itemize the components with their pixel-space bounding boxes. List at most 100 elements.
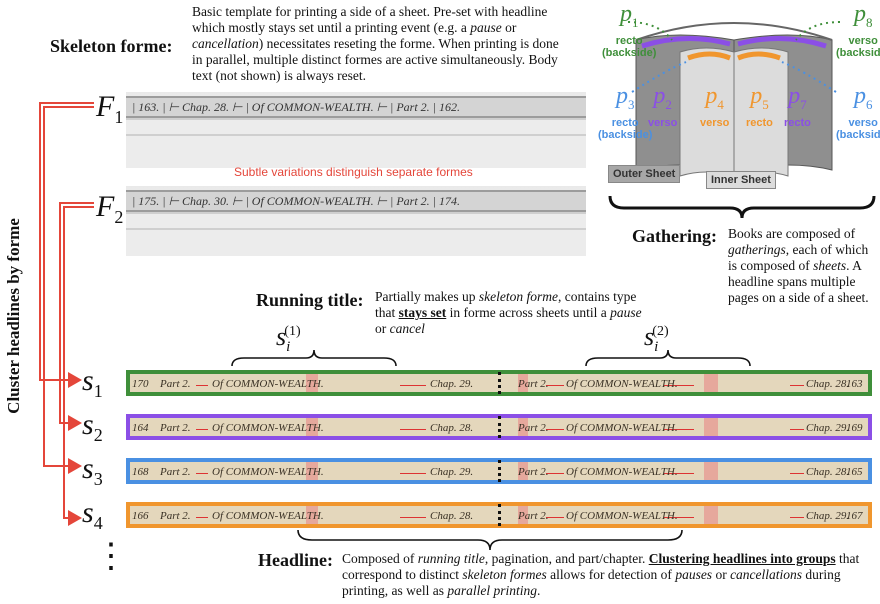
left-chapter-label: Chap. 29. — [430, 378, 474, 390]
rule-segment — [664, 385, 694, 386]
page-side-label: verso — [848, 116, 878, 129]
right-chapter-label: Chap. 28. — [806, 466, 850, 478]
left-part-label: Part 2. — [160, 378, 191, 390]
gathering-description: Books are composed of gatherings, each o… — [728, 226, 869, 305]
inner-sheet-tag: Inner Sheet — [706, 171, 776, 189]
rule-segment — [196, 473, 208, 474]
rule-segment — [400, 517, 426, 518]
right-page-number: 169 — [846, 422, 863, 434]
left-part-label: Part 2. — [160, 466, 191, 478]
sheet-fold-divider — [498, 416, 501, 438]
cluster-arrows — [39, 102, 94, 526]
right-chapter-label: Chap. 28. — [806, 378, 850, 390]
spine — [635, 22, 833, 41]
arc-orange-right — [737, 51, 781, 61]
right-running-title: Of COMMON-WEALTH. — [566, 510, 678, 522]
brace-gathering — [608, 195, 876, 219]
rule-segment — [196, 429, 208, 430]
right-part-label: Part 2. — [518, 422, 549, 434]
page-backside-label: (backside) — [836, 46, 880, 59]
gathering-label: Gathering: — [632, 226, 717, 246]
desc-italic: pause — [470, 20, 502, 35]
desc-italic: cancellation — [192, 36, 259, 51]
right-chapter-label: Chap. 29. — [806, 422, 850, 434]
page-number: p8 — [853, 1, 873, 30]
brace-headline — [297, 529, 683, 551]
left-part-label: Part 2. — [160, 422, 191, 434]
highlight-block — [306, 374, 318, 392]
page-number: p4 — [705, 83, 724, 112]
page-number: p5 — [750, 83, 769, 112]
left-running-title: Of COMMON-WEALTH. — [212, 378, 324, 390]
left-running-title: Of COMMON-WEALTH. — [212, 466, 324, 478]
sheet-fold-divider — [498, 504, 501, 526]
left-part-label: Part 2. — [160, 510, 191, 522]
page-side-label: recto — [784, 116, 811, 129]
rule-segment — [546, 429, 564, 430]
rule-segment — [546, 385, 564, 386]
forme-1-body — [126, 118, 586, 168]
rule-segment — [546, 473, 564, 474]
page-side-label: verso — [700, 116, 730, 129]
headline-label-s2: s2 — [82, 408, 103, 445]
left-running-title: Of COMMON-WEALTH. — [212, 422, 324, 434]
sheet-fold-divider — [498, 372, 501, 394]
left-chapter-label: Chap. 28. — [430, 510, 474, 522]
arrow-p3 — [631, 61, 687, 93]
highlight-block — [518, 462, 528, 480]
highlight-block — [704, 418, 718, 436]
rule-segment — [400, 473, 426, 474]
left-page-number: 170 — [132, 378, 149, 390]
left-chapter-label: Chap. 29. — [430, 466, 474, 478]
page-number: p3 — [615, 83, 635, 112]
arrow-p6 — [781, 61, 837, 93]
arc-purple-right — [737, 36, 827, 49]
rule-segment — [196, 517, 208, 518]
headline-label: Headline: — [258, 550, 333, 570]
page-number: p6 — [853, 83, 873, 112]
highlight-block — [306, 462, 318, 480]
rule-segment — [196, 385, 208, 386]
right-page-number: 165 — [846, 466, 863, 478]
page-backside-label: (backside) — [836, 128, 880, 141]
si-label-1: si(1) — [276, 322, 301, 356]
forme-1-label: F1 — [96, 90, 124, 127]
arc-purple-left — [641, 36, 731, 49]
rule-segment — [664, 517, 694, 518]
si-label-2: si(2) — [644, 322, 669, 356]
rule-segment — [790, 473, 804, 474]
page-backside-label: (backside) — [602, 46, 657, 59]
vertical-ellipsis: ⋮ — [94, 538, 128, 575]
rule-segment — [790, 385, 804, 386]
highlight-block — [518, 374, 528, 392]
forme-2-headline-bar: | 175. | ⊢ Chap. 30. ⊢ | Of COMMON-WEALT… — [126, 190, 586, 212]
arc-orange-left — [687, 51, 731, 61]
right-part-label: Part 2. — [518, 378, 549, 390]
skeleton-forme-label: Skeleton forme: — [50, 36, 173, 56]
rule-segment — [400, 385, 426, 386]
headline-label-s1: s1 — [82, 364, 103, 401]
desc-text: Basic template for printing a side of a … — [192, 4, 548, 35]
highlight-block — [704, 506, 718, 524]
left-page-number: 166 — [132, 510, 149, 522]
rule-segment — [790, 517, 804, 518]
skeleton-forme-description: Basic template for printing a side of a … — [192, 4, 572, 84]
highlight-block — [704, 462, 718, 480]
right-chapter-label: Chap. 29. — [806, 510, 850, 522]
rule-segment — [664, 429, 694, 430]
page-side-label: recto — [615, 34, 643, 47]
rule-segment — [664, 473, 694, 474]
highlight-block — [306, 506, 318, 524]
forme-1-headline-bar: | 163. | ⊢ Chap. 28. ⊢ | Of COMMON-WEALT… — [126, 96, 586, 118]
right-part-label: Part 2. — [518, 466, 549, 478]
running-title-description: Partially makes up skeleton forme, conta… — [375, 289, 642, 336]
forme-1-image: | 163. | ⊢ Chap. 28. ⊢ | Of COMMON-WEALT… — [126, 92, 586, 168]
